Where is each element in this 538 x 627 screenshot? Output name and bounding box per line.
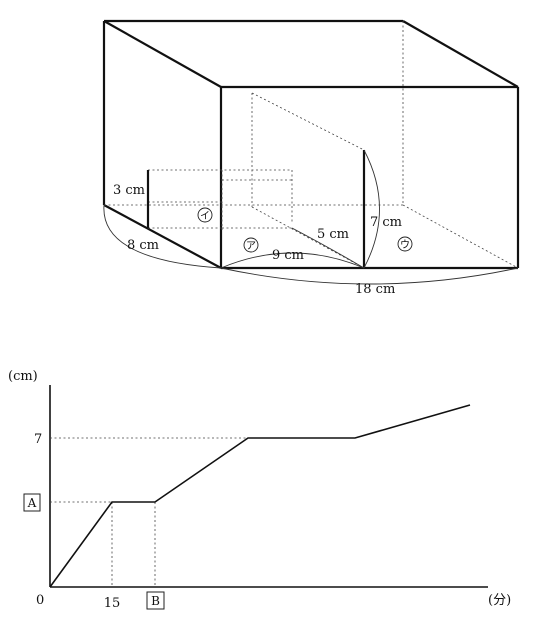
label-u-circle — [397, 236, 413, 252]
dim-arc-9cm — [220, 252, 365, 269]
box-bottom-left-edge — [103, 204, 222, 269]
x-box-B: B — [151, 594, 160, 608]
dim-arc-18cm — [220, 267, 519, 285]
box-top-right-edge — [402, 20, 519, 88]
label-i-circle — [197, 207, 213, 223]
x-unit-label: (分) — [488, 593, 511, 608]
label-18cm: 18 cm — [355, 282, 395, 297]
x-tick-0: 0 — [36, 593, 44, 608]
water-level-line — [49, 404, 471, 588]
label-i: イ — [200, 211, 210, 222]
x-tick-15: 15 — [104, 596, 121, 611]
label-7cm: 7 cm — [370, 215, 402, 230]
dim-arc-7cm — [363, 149, 380, 269]
partition-bottom-edge — [251, 206, 365, 269]
x-box-B-frame — [146, 591, 165, 610]
y-box-A-frame — [23, 493, 41, 512]
partition-top-edge — [251, 92, 365, 151]
label-8cm: 8 cm — [127, 238, 159, 253]
label-9cm: 9 cm — [272, 248, 304, 263]
dim-arc-5cm — [291, 227, 365, 269]
box-top-left-edge — [103, 20, 222, 88]
y-unit-label: (cm) — [8, 369, 38, 384]
y-box-A: A — [27, 496, 37, 510]
water-level-graph: (cm) (分) 7 A 0 15 B — [8, 369, 511, 611]
tank-diagram: 3 cm 8 cm イ ア 9 cm 5 cm 7 cm ウ 18 cm — [102, 19, 520, 297]
label-5cm: 5 cm — [317, 227, 349, 242]
label-u: ウ — [400, 239, 410, 251]
label-a-circle — [243, 237, 259, 253]
label-a: ア — [246, 241, 256, 252]
label-3cm: 3 cm — [113, 183, 145, 198]
y-tick-7: 7 — [34, 432, 42, 447]
dim-arc-8cm — [103, 204, 222, 269]
hidden-right-bottom — [402, 204, 519, 269]
